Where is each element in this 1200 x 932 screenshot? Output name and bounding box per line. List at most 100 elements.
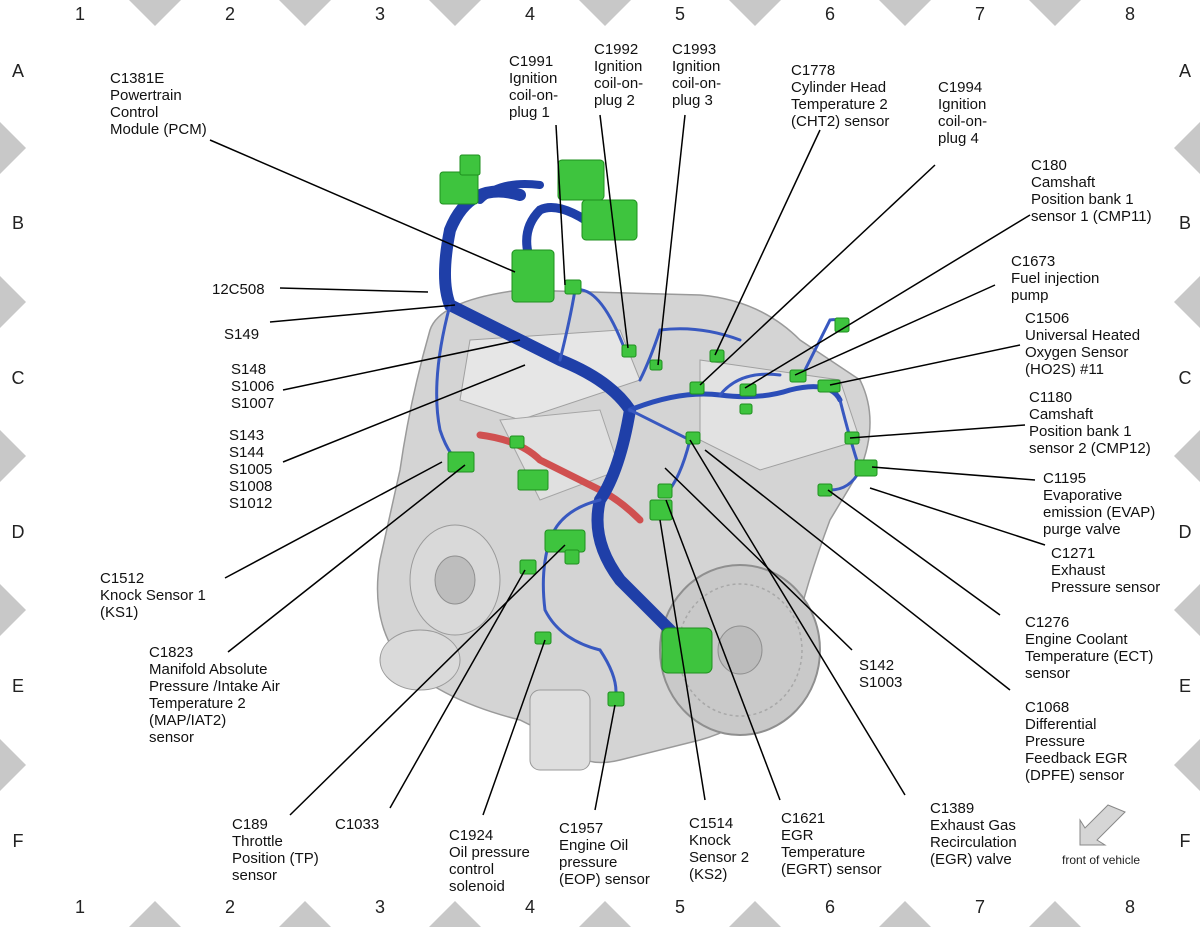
callout-line: Temperature 2 [149, 695, 246, 712]
callout-line: S143 [229, 427, 265, 444]
callout-line: solenoid [449, 878, 505, 895]
orientation-label: front of vehicle [1062, 853, 1141, 867]
callout-line: EGR [781, 827, 814, 844]
callout-line: (KS1) [100, 604, 139, 621]
grid-row-F-right: F [1179, 831, 1191, 851]
arrow-down-left-icon [1079, 804, 1126, 846]
callout-line: C1621 [781, 810, 826, 827]
callout-line: Engine Coolant [1025, 631, 1128, 648]
callout-s149: S149 [224, 326, 259, 343]
callout-line: Ignition [672, 58, 721, 75]
callout-c1033: C1033 [335, 816, 379, 833]
callout-line: Universal Heated [1025, 327, 1141, 344]
callout-line: (EOP) sensor [559, 871, 650, 888]
callout-line: Recirculation [930, 834, 1017, 851]
callout-line: (KS2) [689, 866, 728, 883]
callout-line: Position bank 1 [1029, 423, 1132, 440]
grid-marker-bottom-6 [1029, 901, 1081, 932]
grid-column-7-top: 7 [974, 4, 985, 24]
grid-row-E-left: E [11, 676, 24, 696]
callout-line: C1506 [1025, 310, 1070, 327]
callout-line: Fuel injection [1011, 270, 1100, 287]
callout-line: Ignition [594, 58, 643, 75]
callout-line: S1005 [229, 461, 273, 478]
callout-line: C189 [232, 816, 268, 833]
callout-line: Temperature 2 [791, 96, 888, 113]
grid-marker-left-2 [0, 430, 26, 482]
grid-column-2-bottom: 2 [224, 897, 235, 917]
grid-row-D-right: D [1178, 522, 1192, 542]
callout-line: pump [1011, 287, 1049, 304]
grid-row-A-right: A [1178, 61, 1191, 81]
grid-marker-right-4 [1174, 739, 1200, 791]
callout-line: Knock [689, 832, 731, 849]
callout-line: Cylinder Head [791, 79, 887, 96]
callout-line: C1993 [672, 41, 717, 58]
callout-line: (EGR) valve [930, 851, 1012, 868]
callout-line: Temperature [781, 844, 866, 861]
grid-column-3-bottom: 3 [374, 897, 385, 917]
callout-line: control [449, 861, 495, 878]
callout-line: coil-on- [672, 75, 722, 92]
callout-line: C1033 [335, 816, 380, 833]
callout-line: S1012 [229, 495, 273, 512]
grid-row-A-left: A [11, 61, 24, 81]
callout-line: Feedback EGR [1025, 750, 1128, 767]
callout-line: (EGRT) sensor [781, 861, 882, 878]
callout-line: Position bank 1 [1031, 191, 1134, 208]
callout-line: sensor 2 (CMP12) [1029, 440, 1151, 457]
grid-column-1-top: 1 [74, 4, 85, 24]
callout-line: S1008 [229, 478, 273, 495]
grid-marker-top-4 [729, 0, 781, 26]
callout-line: Pressure [1025, 733, 1086, 750]
callout-line: C1276 [1025, 614, 1070, 631]
grid-column-1-bottom: 1 [74, 897, 85, 917]
callout-line: S148 [231, 361, 267, 378]
callout-line: S142 [859, 657, 895, 674]
callout-line: C1514 [689, 815, 734, 832]
grid-marker-left-0 [0, 122, 26, 174]
callout-line: emission (EVAP) [1043, 504, 1156, 521]
grid-marker-left-3 [0, 584, 26, 636]
callout-line: C1957 [559, 820, 604, 837]
callout-line: C1823 [149, 644, 194, 661]
callout-line: Manifold Absolute [149, 661, 268, 678]
grid-marker-top-6 [1029, 0, 1081, 26]
callout-line: Pressure /Intake Air [149, 678, 280, 695]
callout-line: Differential [1025, 716, 1097, 733]
callout-line: C1992 [594, 41, 639, 58]
callout-line: C1512 [100, 570, 145, 587]
connectors [439, 154, 878, 707]
grid-row-B-right: B [1178, 213, 1191, 233]
grid-marker-bottom-1 [279, 901, 331, 932]
grid-marker-bottom-4 [729, 901, 781, 932]
grid-marker-bottom-5 [879, 901, 931, 932]
grid-column-3-top: 3 [374, 4, 385, 24]
callout-line: Sensor 2 [689, 849, 750, 866]
callout-line: purge valve [1043, 521, 1121, 538]
grid-column-2-top: 2 [224, 4, 235, 24]
grid-column-6-top: 6 [824, 4, 835, 24]
leader-lines [209, 114, 1046, 816]
callout-line: pressure [559, 854, 618, 871]
callout-line: sensor [1025, 665, 1071, 682]
callout-line: Control [110, 104, 159, 121]
callout-line: sensor 1 (CMP11) [1031, 208, 1152, 225]
callout-line: Throttle [232, 833, 283, 850]
callout-line: sensor [232, 867, 278, 884]
grid-marker-top-3 [579, 0, 631, 26]
